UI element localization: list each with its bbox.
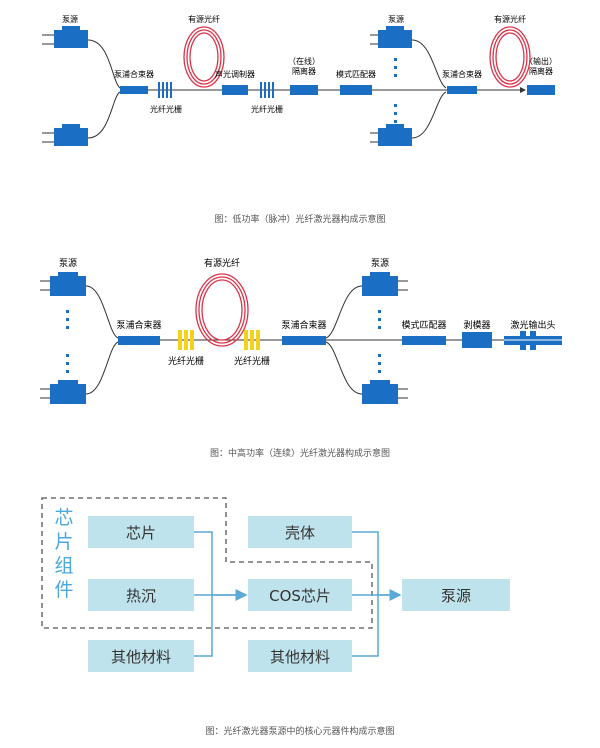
isolator-output [527, 85, 555, 95]
active-fiber2-coil [195, 273, 249, 347]
label-active-fiber-1: 有源光纤 [188, 14, 220, 24]
pump-left-bottom [42, 124, 88, 146]
pump-left-top [42, 26, 88, 48]
chip-assembly-label: 芯 片 组 件 [52, 506, 76, 602]
box-other-materials-right: 其他材料 [248, 640, 352, 672]
pump2-ellipsis-left-bottom [66, 354, 69, 373]
pump2-left-bottom [40, 380, 86, 404]
diagram-low-power-pulsed: 泵源 泵浦合束器 光纤光栅 有源光纤 声光调制器 光纤光栅 （在线）隔离器 模式… [0, 0, 600, 230]
pump-combiner-1 [120, 86, 148, 94]
pump2-left-top [40, 272, 86, 296]
label2-active-fiber: 有源光纤 [204, 257, 240, 269]
active-fiber-coil-1 [183, 26, 225, 88]
acousto-optic-modulator [222, 85, 248, 95]
mode-stripper [462, 332, 492, 348]
laser-output-head [504, 331, 562, 350]
active-fiber-coil-2 [489, 26, 531, 88]
fiber-grating-1 [158, 82, 172, 98]
diagram3-connectors [41, 497, 402, 657]
label-isolator-inline: （在线）隔离器 [288, 56, 320, 76]
pump2-combiner-1 [118, 336, 160, 345]
pump2-ellipsis-right-top [378, 310, 381, 329]
isolator-inline [290, 85, 318, 95]
box-other-materials-left: 其他材料 [88, 640, 194, 672]
pump-right-top [370, 26, 412, 48]
label2-pump-tl: 泵源 [59, 258, 77, 269]
pump2-ellipsis-right-bottom [378, 354, 381, 373]
right-connectors [352, 531, 402, 657]
pump-ellipsis-bottom [394, 104, 397, 123]
box-heatsink: 热沉 [88, 579, 194, 611]
pump-right-bottom [370, 124, 412, 146]
label-combiner-2: 泵浦合束器 [442, 69, 482, 79]
caption-diagram3: 图：光纤激光器泵源中的核心元器件构成示意图 [205, 727, 395, 737]
diagram1-svg: 泵源 泵浦合束器 光纤光栅 有源光纤 声光调制器 光纤光栅 （在线）隔离器 模式… [42, 14, 557, 146]
fiber-lines [87, 39, 526, 139]
label2-combiner-2: 泵浦合束器 [281, 319, 326, 331]
chip-assembly-char: 件 [54, 579, 74, 601]
caption-diagram1: 图：低功率（脉冲）光纤激光器构成示意图 [214, 215, 386, 225]
pump2-right-bottom [362, 380, 408, 404]
label-grating-2: 光纤光栅 [251, 104, 283, 114]
label2-stripper: 剥模器 [463, 320, 490, 331]
label2-mode-matcher: 模式匹配器 [401, 319, 446, 331]
label-pump-tr: 泵源 [388, 15, 404, 24]
chip-assembly-outline [41, 497, 373, 629]
diagram-mid-high-power-cw: 泵源 泵浦合束器 光纤光栅 有源光纤 光纤光栅 泵浦合束器 泵源 模式匹配器 剥… [0, 238, 600, 468]
box-housing: 壳体 [248, 516, 352, 548]
diagram-pump-source-components: 芯 片 组 件 芯片 热沉 其他材料 壳体 COS芯片 其他材料 泵源 图：光纤… [0, 480, 600, 748]
box-cos-chip: COS芯片 [248, 579, 352, 611]
label-grating-1: 光纤光栅 [150, 104, 182, 114]
label-combiner-1: 泵浦合束器 [114, 69, 154, 79]
mode-matcher-2 [402, 336, 446, 345]
chip-assembly-char: 组 [54, 555, 74, 577]
label-active-fiber-2: 有源光纤 [494, 14, 526, 24]
pump-combiner-2 [447, 86, 477, 94]
left-connectors [194, 531, 248, 657]
label2-output-head: 激光输出头 [510, 319, 555, 331]
fiber-lines-2 [85, 285, 504, 395]
caption-diagram2: 图：中高功率（连续）光纤激光器构成示意图 [209, 449, 390, 459]
label2-pump-tr: 泵源 [371, 258, 389, 269]
box-pump-source: 泵源 [402, 579, 510, 611]
label-aom: 声光调制器 [215, 69, 255, 79]
fiber2-grating-2 [244, 330, 260, 350]
pump2-ellipsis-left-top [66, 310, 69, 329]
pump2-right-top [362, 272, 408, 296]
label-mode-matcher-1: 模式匹配器 [336, 69, 376, 79]
label2-grating-1: 光纤光栅 [168, 355, 204, 367]
fiber-grating-2 [260, 82, 274, 98]
pump-ellipsis-top [394, 58, 397, 77]
chip-assembly-char: 片 [54, 531, 74, 553]
label-isolator-output: （输出）隔离器 [525, 56, 557, 76]
pump2-combiner-2 [282, 336, 326, 345]
label-pump-tl: 泵源 [62, 15, 78, 24]
mode-matcher-1 [340, 85, 372, 95]
fiber2-grating-1 [178, 330, 194, 350]
diagram2-svg: 泵源 泵浦合束器 光纤光栅 有源光纤 光纤光栅 泵浦合束器 泵源 模式匹配器 剥… [40, 257, 562, 404]
box-chip: 芯片 [88, 516, 194, 548]
chip-assembly-char: 芯 [54, 507, 74, 529]
label2-combiner-1: 泵浦合束器 [116, 319, 161, 331]
label2-grating-2: 光纤光栅 [234, 355, 270, 367]
